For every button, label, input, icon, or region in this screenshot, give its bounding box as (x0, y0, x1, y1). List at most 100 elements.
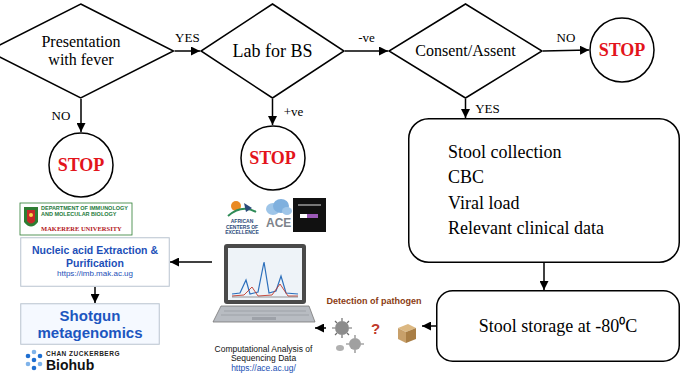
laptop-illustration (232, 297, 298, 298)
process-box: Stool collectionCBCViral loadRelevant cl… (408, 118, 680, 263)
edge-label: NO (555, 30, 578, 44)
diamond-outline (201, 4, 344, 98)
pathogen-illustration (406, 328, 416, 343)
node-content: STOP (249, 148, 296, 169)
laptop-illustration (228, 248, 302, 300)
edge-label: +ve (282, 105, 306, 119)
laptop-illustration (213, 244, 315, 322)
node-text: STOP (249, 148, 296, 169)
ace-logo (228, 209, 256, 216)
circle-outline (241, 126, 305, 190)
node-content: Stool collectionCBCViral loadRelevant cl… (448, 140, 604, 241)
flow-arrow (345, 50, 388, 52)
biohub-logo (26, 362, 31, 367)
laptop-illustration (232, 284, 298, 296)
flow-arrow (94, 287, 96, 303)
node-text: Stool collection (448, 140, 604, 165)
node-text: Stool storage at -80⁰C (479, 315, 637, 338)
ace-logo (244, 203, 252, 212)
node-text: Presentation with fever (31, 33, 131, 68)
laptop-illustration: Computational Analysis of Sequencing Dat… (212, 238, 315, 375)
node-text: Shotgun metagenomics (24, 307, 156, 342)
stop-terminal: STOP (240, 125, 306, 191)
edge-label: YES (173, 31, 202, 45)
node-text: https://imb.mak.ac.ug (25, 269, 165, 279)
ace-cloud-logo (282, 207, 292, 215)
node-content: Nucleic acid Extraction & Purificationht… (25, 244, 165, 280)
node-text: Viral load (448, 191, 604, 216)
decision-diamond: Lab for BS (200, 3, 345, 99)
diamond-outline (389, 4, 542, 98)
screen-thumbnail (293, 198, 326, 232)
flow-arrow (170, 261, 212, 263)
node-text: https://ace.ac.ug/ (212, 364, 315, 374)
diamond-outline (0, 4, 174, 98)
flow-arrow (315, 327, 326, 329)
makerere-logo (24, 207, 38, 227)
box-outline (437, 291, 680, 362)
edge-label: YES (473, 101, 502, 115)
laptop-illustration (213, 306, 315, 322)
pathogen-illustration (332, 318, 352, 338)
node-content: STOP (599, 40, 646, 61)
logo-text: MAKERERE UNIVERSITY (41, 225, 122, 232)
screen-thumbnail (293, 198, 326, 232)
logo-text: Biohub (46, 358, 94, 373)
pathogen-illustration (336, 345, 344, 351)
screen-thumbnail (298, 204, 321, 206)
pathogen-illustration (335, 321, 349, 335)
laptop-illustration (224, 311, 306, 312)
pathogen-illustration (398, 328, 406, 343)
node-outline (408, 118, 680, 263)
makerere-logo (20, 203, 132, 235)
circle-outline (49, 133, 113, 197)
biohub-logo (38, 354, 43, 359)
laptop-illustration (221, 315, 309, 316)
pathogen-illustration (346, 335, 364, 353)
logo-text: CHAN ZUCKERBERG (46, 350, 120, 357)
node-text: Computational Analysis of Sequencing Dat… (212, 345, 315, 365)
screen-thumbnail (300, 214, 318, 218)
node-content: Shotgun metagenomics (24, 307, 156, 342)
box-outline (21, 304, 160, 345)
ace-cloud-logo (266, 199, 292, 215)
node-text: Detection of pathogen (327, 296, 422, 306)
node-text: STOP (599, 40, 646, 61)
node-content: Computational Analysis of Sequencing Dat… (212, 345, 315, 374)
decision-diamond: Presentation with fever (0, 3, 175, 99)
edge-label: NO (50, 108, 73, 122)
makerere-logo (27, 210, 35, 224)
makerere-logo (29, 213, 33, 217)
logo-text: AFRICAN CENTERS OF EXCELLENCE (222, 219, 262, 236)
makerere-logo (20, 203, 132, 235)
screen-thumbnail (300, 214, 307, 218)
node-text: CBC (448, 165, 604, 190)
flow-arrow (465, 99, 467, 118)
laptop-illustration (232, 262, 298, 294)
biohub-logo (32, 358, 37, 363)
flow-arrow (543, 263, 545, 290)
box-outline (409, 119, 680, 263)
laptop-illustration (252, 317, 276, 320)
biohub-logo (32, 366, 37, 371)
pathogen-illustration (332, 318, 416, 353)
node-content: Detection of pathogen (327, 296, 422, 306)
node-content: Lab for BS (233, 41, 313, 62)
stop-terminal: STOP (589, 17, 655, 83)
pathogen-illustration (349, 338, 361, 350)
flow-arrow (543, 50, 589, 51)
logo-text: ACE (266, 217, 291, 230)
biohub-logo (32, 350, 37, 355)
biohub-logo (26, 354, 31, 359)
node-text: Consent/Assent (415, 42, 515, 60)
node-content: Consent/Assent (415, 42, 515, 60)
box-outline (21, 238, 170, 287)
edge-label: -ve (356, 31, 377, 45)
flow-arrow (272, 99, 274, 125)
method-box: Shotgun metagenomics (20, 303, 160, 345)
circle-outline (590, 18, 654, 82)
node-content: Presentation with fever (31, 33, 131, 68)
stop-terminal: STOP (48, 132, 114, 198)
node-text: Nucleic acid Extraction & Purification (25, 244, 165, 269)
